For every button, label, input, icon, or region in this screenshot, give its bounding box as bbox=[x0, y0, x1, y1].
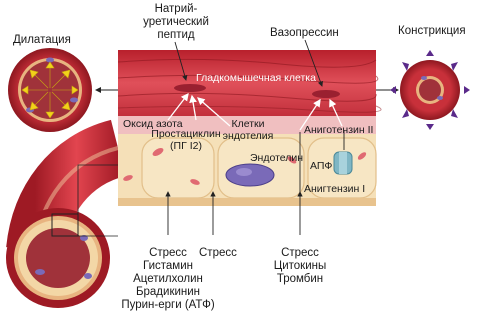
constricted-vessel bbox=[400, 60, 460, 120]
label-dilation: Дилатация bbox=[13, 34, 71, 47]
dilated-vessel bbox=[8, 48, 92, 132]
label-angiotensin-2: Аниготензин II bbox=[304, 124, 373, 136]
label-constriction: Констрикция bbox=[398, 25, 466, 38]
ace-channel bbox=[334, 152, 352, 174]
label-vasopressin: Вазопрессин bbox=[270, 27, 339, 40]
label-prostacyclin: Простациклин (ПГ I2) bbox=[148, 128, 224, 152]
label-stress-middle: Стресс bbox=[199, 247, 237, 260]
label-endothelial-cells: Клетки эндотелия bbox=[218, 118, 278, 142]
label-natriuretic-peptide: Натрий- уретический пептид bbox=[138, 3, 214, 42]
label-ace: АПФ bbox=[310, 160, 332, 172]
label-angiotensin-1: Анигтензин I bbox=[304, 183, 365, 195]
label-smooth-muscle-cell: Гладкомышечная клетка bbox=[196, 72, 316, 84]
label-stimuli-list-right: Стресс Цитокины Тромбин bbox=[262, 247, 338, 286]
label-endothelin: Эндотелин bbox=[250, 152, 303, 164]
vessel-cross-section bbox=[6, 208, 110, 308]
